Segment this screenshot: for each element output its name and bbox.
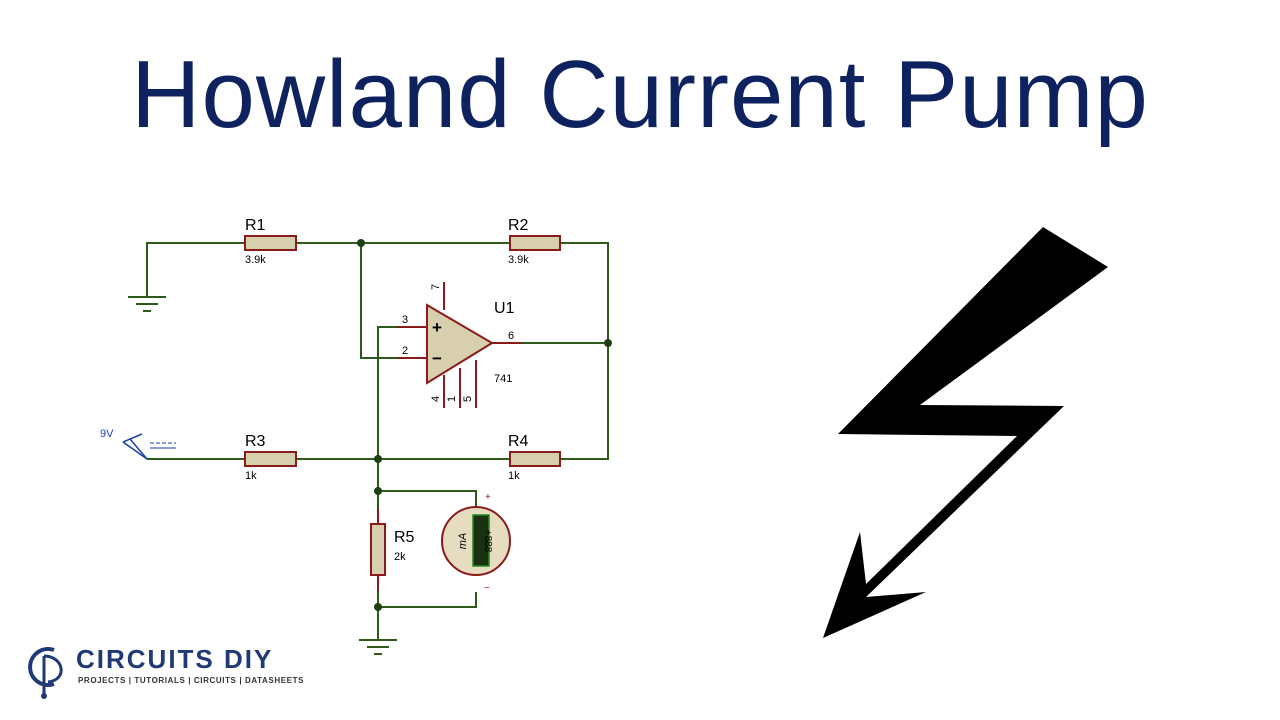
- pin-5: 5: [462, 396, 474, 402]
- resistor-r4: R4 1k: [508, 433, 561, 482]
- r4-value: 1k: [508, 470, 520, 482]
- ammeter-plus: +: [485, 492, 491, 503]
- r3-value: 1k: [245, 470, 257, 482]
- resistor-r2: R2 3.9k: [508, 217, 561, 266]
- wires: [146, 242, 609, 640]
- logo-cd-icon: [28, 647, 63, 699]
- r1-value: 3.9k: [245, 254, 266, 266]
- u1-ref: U1: [494, 300, 515, 317]
- r5-value: 2k: [394, 551, 406, 563]
- pin-6: 6: [508, 330, 514, 342]
- pin-3: 3: [402, 314, 408, 326]
- voltage-source-9v: 9V: [100, 428, 176, 460]
- ammeter-minus: −: [484, 583, 490, 594]
- r2-value: 3.9k: [508, 254, 529, 266]
- logo-name: CIRCUITS DIY: [76, 644, 274, 674]
- lightning-bolt-icon: [823, 227, 1108, 638]
- junction-nodes: [357, 239, 612, 611]
- opamp-minus-sign: −: [432, 349, 442, 368]
- ammeter-unit: mA: [457, 533, 469, 550]
- circuits-diy-logo: CIRCUITS DIY PROJECTS | TUTORIALS | CIRC…: [24, 640, 303, 700]
- r4-ref: R4: [508, 433, 529, 450]
- pin-4: 4: [430, 396, 442, 402]
- ground-symbol-r1: [128, 296, 166, 312]
- pin-7: 7: [430, 284, 442, 290]
- pin-2: 2: [402, 345, 408, 357]
- resistor-r3: R3 1k: [244, 433, 297, 482]
- page-title: Howland Current Pump: [131, 41, 1149, 148]
- source-label: 9V: [100, 428, 114, 440]
- ammeter: + − mA +888: [441, 492, 511, 594]
- opamp-plus-sign: +: [432, 318, 442, 337]
- r1-ref: R1: [245, 217, 266, 234]
- logo-tagline: PROJECTS | TUTORIALS | CIRCUITS | DATASH…: [78, 676, 305, 685]
- pin-1: 1: [446, 396, 458, 402]
- ground-symbol-r5: [359, 639, 397, 655]
- r5-ref: R5: [394, 529, 415, 546]
- u1-value: 741: [494, 373, 512, 385]
- opamp-u1: + − U1 741 3 2 6 7 4 1 5: [397, 282, 522, 408]
- r2-ref: R2: [508, 217, 529, 234]
- ammeter-display: +888: [482, 530, 493, 553]
- r3-ref: R3: [245, 433, 266, 450]
- resistor-r1: R1 3.9k: [244, 217, 297, 266]
- resistor-r5: R5 2k: [370, 508, 415, 591]
